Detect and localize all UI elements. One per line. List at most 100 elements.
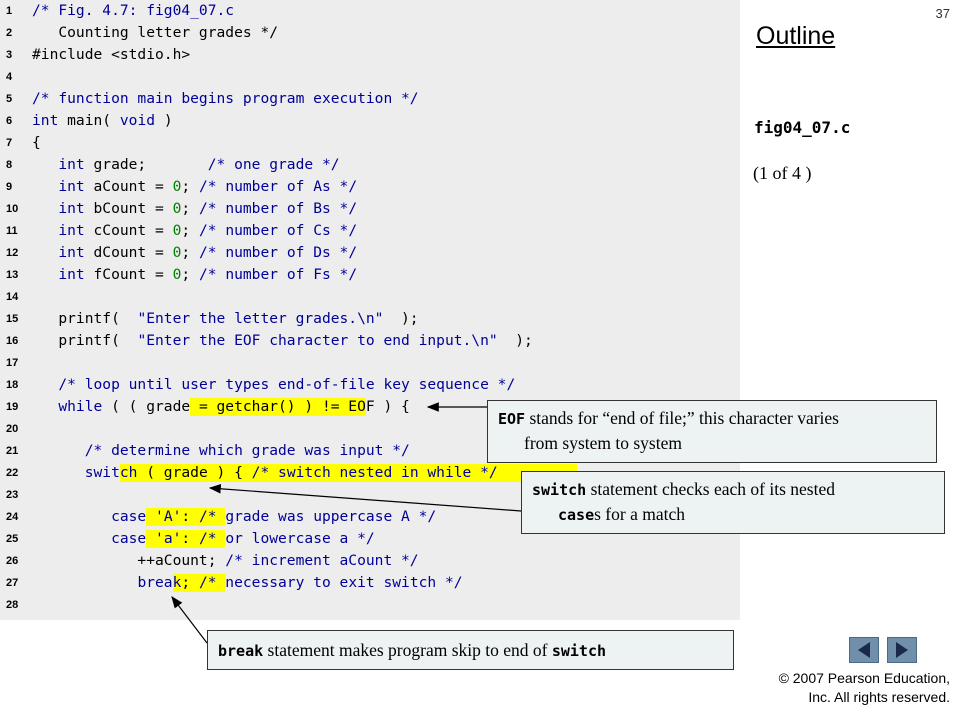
code-text: int main( void ) — [32, 112, 173, 129]
line-number: 19 — [6, 401, 19, 413]
line-number: 18 — [6, 379, 19, 391]
code-line: 6 int main( void ) — [0, 110, 740, 132]
code-line: 1 /* Fig. 4.7: fig04_07.c — [0, 0, 740, 22]
outline-title[interactable]: Outline — [756, 22, 836, 50]
code-text: switch ( grade ) { /* switch nested in w… — [84, 464, 498, 481]
code-line: 28 — [0, 594, 740, 616]
line-number: 1 — [6, 5, 13, 17]
code-line: 22 switch ( grade ) { /* switch nested i… — [0, 462, 740, 484]
code-line: 3 #include <stdio.h> — [0, 44, 740, 66]
line-number: 21 — [6, 445, 19, 457]
line-number: 17 — [6, 357, 19, 369]
code-text: int aCount = 0; /* number of As */ — [58, 178, 358, 195]
copyright-line-2: Inc. All rights reserved. — [808, 689, 950, 705]
line-number: 25 — [6, 533, 19, 545]
line-number: 14 — [6, 291, 19, 303]
code-line: 21 /* determine which grade was input */ — [0, 440, 740, 462]
code-line: 25 case 'a': /* or lowercase a */ — [0, 528, 740, 550]
code-line: 8 int grade; /* one grade */ — [0, 154, 740, 176]
code-line: 24 case 'A': /* grade was uppercase A */ — [0, 506, 740, 528]
code-text: /* determine which grade was input */ — [84, 442, 410, 459]
code-text: int fCount = 0; /* number of Fs */ — [58, 266, 358, 283]
page-indicator: (1 of 4 ) — [753, 163, 812, 183]
code-line: 14 — [0, 286, 740, 308]
line-number: 20 — [6, 423, 19, 435]
right-triangle-icon — [896, 642, 908, 658]
code-text: /* function main begins program executio… — [32, 90, 419, 107]
code-line: 23 — [0, 484, 740, 506]
line-number: 2 — [6, 27, 13, 39]
callout-switch-code-2: case — [558, 506, 595, 524]
code-text: { — [32, 134, 41, 151]
code-text: printf( "Enter the EOF character to end … — [32, 332, 533, 349]
code-line: 4 — [0, 66, 740, 88]
code-line: 9 int aCount = 0; /* number of As */ — [0, 176, 740, 198]
callout-eof-code: EOF — [498, 410, 526, 428]
code-text: while ( ( grade = getchar() ) != EOF ) { — [58, 398, 410, 415]
code-text: int grade; /* one grade */ — [58, 156, 340, 173]
code-text: /* Fig. 4.7: fig04_07.c — [32, 2, 235, 19]
code-line: 13 int fCount = 0; /* number of Fs */ — [0, 264, 740, 286]
code-line: 12 int dCount = 0; /* number of Ds */ — [0, 242, 740, 264]
line-number: 10 — [6, 203, 19, 215]
copyright-line-1: © 2007 Pearson Education, — [778, 670, 950, 686]
line-number: 26 — [6, 555, 19, 567]
code-line: 5 /* function main begins program executi… — [0, 88, 740, 110]
code-line: 15 printf( "Enter the letter grades.\n" … — [0, 308, 740, 330]
code-line: 27 break; /* necessary to exit switch */ — [0, 572, 740, 594]
code-highlight — [119, 464, 577, 482]
line-number: 8 — [6, 159, 13, 171]
line-number: 7 — [6, 137, 13, 149]
code-text: Counting letter grades */ — [32, 24, 279, 41]
code-line: 16 printf( "Enter the EOF character to e… — [0, 330, 740, 352]
code-text: ++aCount; /* increment aCount */ — [32, 552, 419, 569]
line-number: 5 — [6, 93, 13, 105]
callout-eof-text: stands for “end of file;” this character… — [525, 408, 839, 428]
code-text: int dCount = 0; /* number of Ds */ — [58, 244, 358, 261]
line-number: 11 — [6, 225, 18, 237]
code-text: int cCount = 0; /* number of Cs */ — [58, 222, 358, 239]
code-line: 17 — [0, 352, 740, 374]
callout-eof: EOF stands for “end of file;” this chara… — [487, 400, 937, 463]
code-text: int bCount = 0; /* number of Bs */ — [58, 200, 358, 217]
callout-break-text: statement makes program skip to end of — [263, 640, 552, 660]
code-listing-panel: 1 /* Fig. 4.7: fig04_07.c 2 Counting lette… — [0, 0, 740, 620]
line-number: 22 — [6, 467, 19, 479]
callout-eof-text-2: from system to system — [524, 433, 682, 453]
code-text: break; /* necessary to exit switch */ — [137, 574, 463, 591]
line-number: 9 — [6, 181, 13, 193]
line-number: 23 — [6, 489, 19, 501]
line-number: 13 — [6, 269, 19, 281]
code-line: 10 int bCount = 0; /* number of Bs */ — [0, 198, 740, 220]
line-number: 3 — [6, 49, 13, 61]
line-number: 28 — [6, 599, 19, 611]
callout-break-code: break — [218, 642, 264, 660]
left-triangle-icon — [858, 642, 870, 658]
copyright-notice: © 2007 Pearson Education, Inc. All right… — [740, 669, 950, 707]
arrow-break — [171, 596, 208, 644]
line-number: 4 — [6, 71, 13, 83]
code-text: /* loop until user types end-of-file key… — [58, 376, 516, 393]
code-line: 26 ++aCount; /* increment aCount */ — [0, 550, 740, 572]
code-highlight — [190, 398, 367, 416]
arrow-switch — [208, 484, 522, 512]
callout-switch-text: statement checks each of its nested — [586, 479, 835, 499]
line-number: 15 — [6, 313, 19, 325]
code-line: 20 — [0, 418, 740, 440]
code-highlight — [146, 508, 226, 526]
code-text: #include <stdio.h> — [32, 46, 191, 63]
line-number: 24 — [6, 511, 19, 523]
callout-switch-text-2: s for a match — [594, 504, 685, 524]
callout-break-code-2: switch — [551, 642, 607, 660]
code-line: 7{ — [0, 132, 740, 154]
code-line: 18 /* loop until user types end-of-file … — [0, 374, 740, 396]
code-highlight — [146, 530, 226, 548]
next-slide-button[interactable] — [887, 637, 917, 663]
previous-slide-button[interactable] — [849, 637, 879, 663]
code-line: 19 while ( ( grade = getchar() ) != EOF … — [0, 396, 740, 418]
code-highlight — [172, 574, 226, 592]
code-line: 2 Counting letter grades */ — [0, 22, 740, 44]
line-number: 6 — [6, 115, 13, 127]
code-text: case 'A': /* grade was uppercase A */ — [111, 508, 437, 525]
